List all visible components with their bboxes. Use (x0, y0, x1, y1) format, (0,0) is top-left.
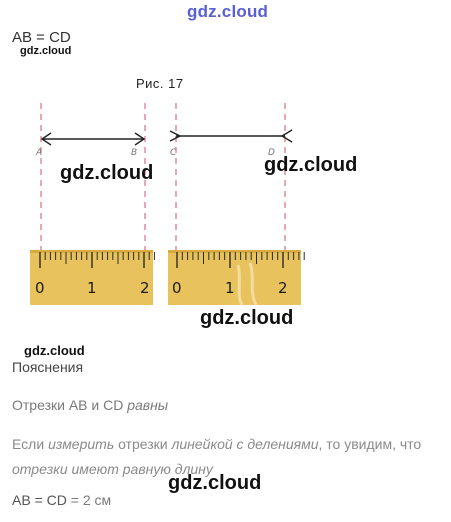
figure-17: A B C D 0 1 2 0 1 2 (30, 103, 305, 306)
watermark-figure-left: gdz.cloud (60, 162, 154, 184)
endpoint-label-a: A (35, 148, 42, 158)
ruler-right-ticks (176, 252, 305, 268)
segment-cd (169, 129, 293, 143)
ruler-right-digit-1: 1 (225, 279, 235, 297)
ruler-left-digit-2: 2 (140, 279, 150, 297)
result-equation: AB = CD = 2 см (12, 492, 112, 508)
endpoint-label-c: C (170, 148, 177, 158)
segment-ab (40, 132, 146, 146)
ruler-left: 0 1 2 (30, 250, 155, 305)
top-equation: AB = CD (12, 29, 71, 46)
endpoint-label-b: B (131, 148, 137, 158)
ruler-right-digit-0: 0 (172, 279, 182, 297)
figure-caption: Рис. 17 (136, 76, 184, 91)
watermark-figure-bottom: gdz.cloud (200, 307, 294, 329)
ruler-right: 0 1 2 (168, 250, 305, 306)
ruler-left-ticks (39, 252, 155, 268)
endpoint-label-d: D (268, 148, 275, 158)
watermark-figure-right: gdz.cloud (264, 154, 358, 176)
watermark-bottom: gdz.cloud (168, 472, 262, 494)
watermark-top: gdz.cloud (187, 2, 269, 21)
ruler-left-digit-1: 1 (87, 279, 97, 297)
paragraph-segments-equal: Отрезки AB и CD равны (12, 397, 169, 413)
watermark-section: gdz.cloud (24, 343, 85, 358)
paragraph-measure: Если измерить отрезки линейкой с деления… (12, 436, 422, 477)
ruler-right-digit-2: 2 (278, 279, 288, 297)
watermark-small-top: gdz.cloud (20, 45, 72, 57)
section-title: Пояснения (12, 359, 84, 375)
ruler-left-digit-0: 0 (35, 279, 45, 297)
